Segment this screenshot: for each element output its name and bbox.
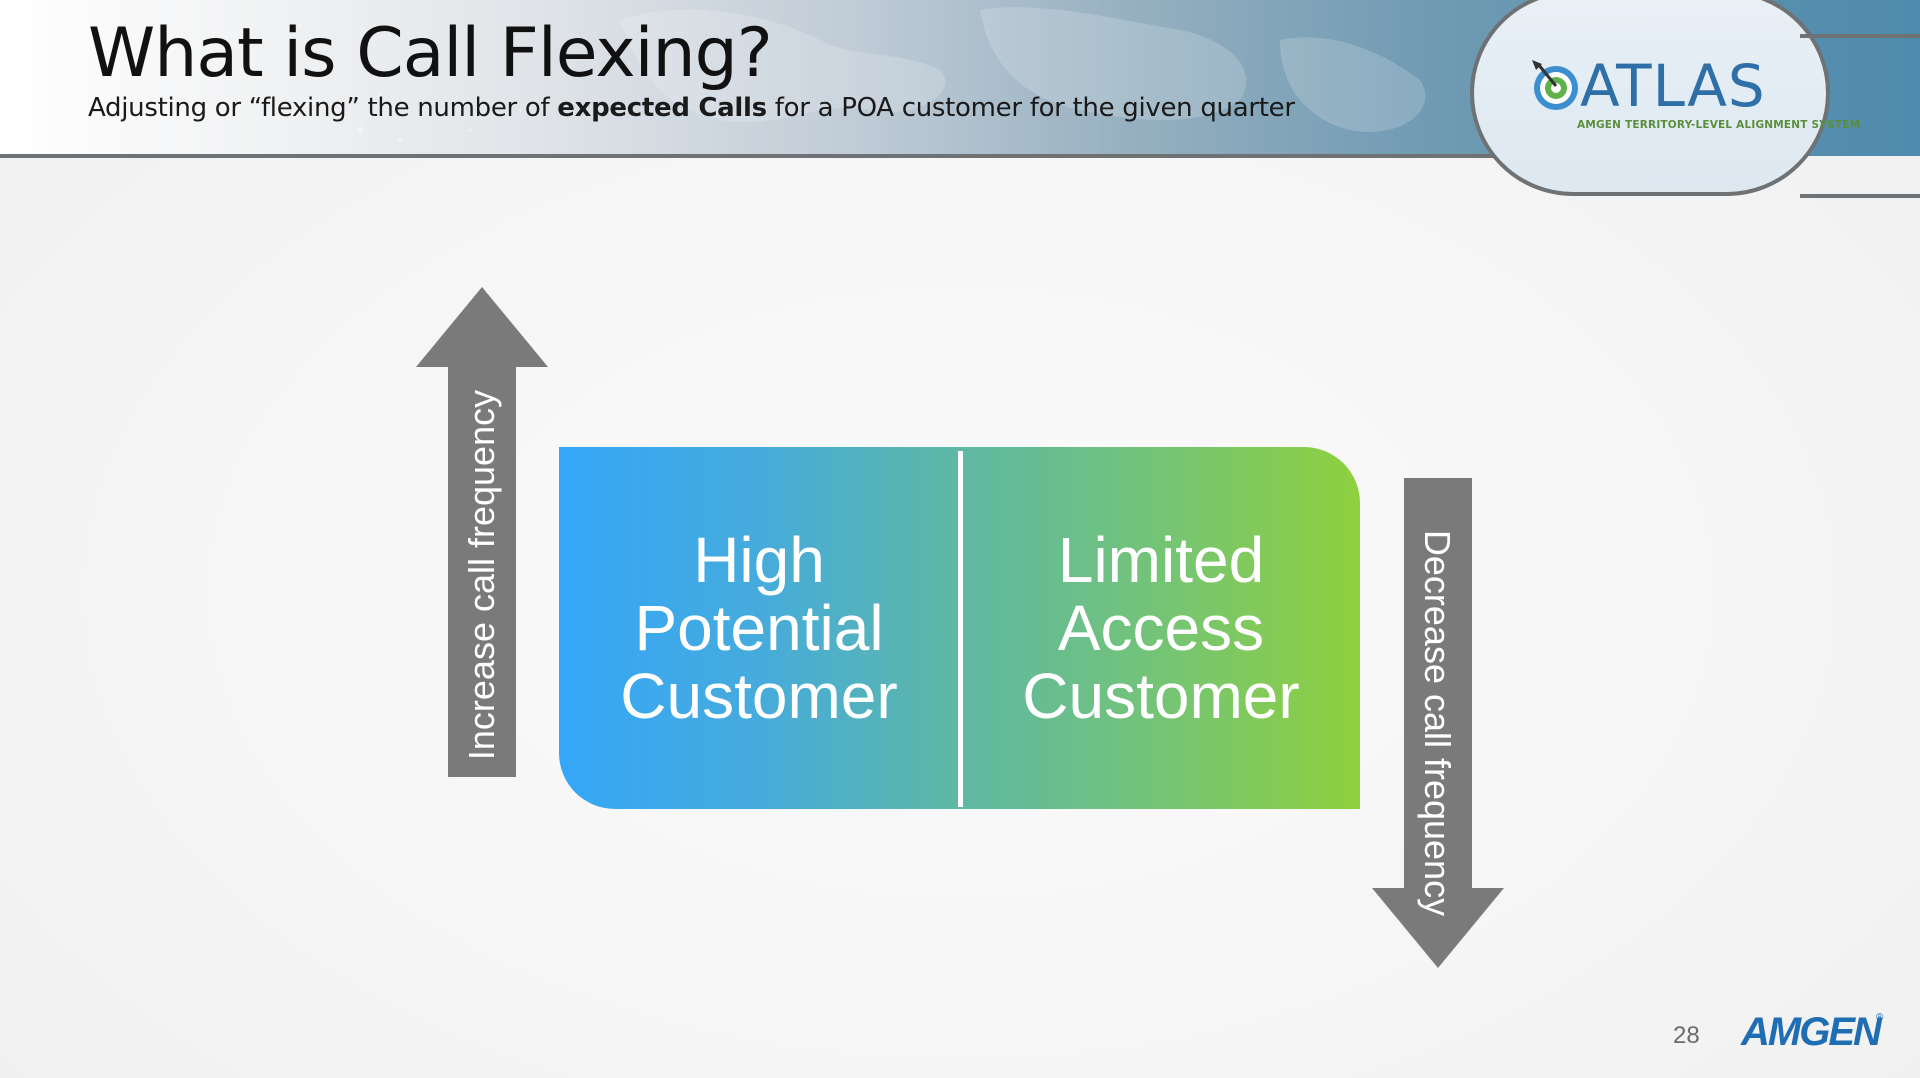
right-line-1: Limited <box>1057 524 1265 596</box>
box-divider <box>958 451 963 807</box>
amgen-registered-mark: ® <box>1876 1012 1884 1023</box>
world-map-texture <box>27 7 1426 142</box>
left-line-2: Potential <box>634 592 884 664</box>
high-potential-customer-cell: High Potential Customer <box>559 447 959 809</box>
customer-type-box: High Potential Customer Limited Access C… <box>559 447 1360 809</box>
limited-access-customer-cell: Limited Access Customer <box>962 447 1360 809</box>
subtitle-text-pre: Adjusting or “flexing” the number of <box>88 93 558 123</box>
target-arrow-icon <box>1532 60 1578 110</box>
slide-subtitle: Adjusting or “flexing” the number of exp… <box>88 93 1295 123</box>
amgen-logo: AMGEN <box>1741 1010 1882 1054</box>
atlas-logo-capsule <box>1470 0 1830 196</box>
atlas-wordmark: ATLAS <box>1580 52 1766 120</box>
subtitle-text-bold: expected Calls <box>557 93 767 123</box>
increase-arrow-label: Increase call frequency <box>461 389 502 761</box>
right-line-2: Access <box>1057 592 1265 664</box>
header-divider-line <box>0 154 1500 158</box>
decrease-arrow <box>1372 478 1504 968</box>
atlas-tagline: AMGEN TERRITORY-LEVEL ALIGNMENT SYSTEM <box>1577 119 1861 131</box>
page-number: 28 <box>1673 1022 1700 1049</box>
logo-rail-top <box>1800 34 1920 38</box>
subtitle-text-post: for a POA customer for the given quarter <box>766 93 1295 123</box>
left-line-1: High <box>693 524 825 596</box>
increase-arrow <box>416 287 548 777</box>
slide-title: What is Call Flexing? <box>88 14 773 93</box>
limited-access-customer-label: Limited Access Customer <box>1022 526 1299 730</box>
right-line-3: Customer <box>1022 660 1300 732</box>
high-potential-customer-label: High Potential Customer <box>620 526 897 730</box>
logo-rail-bottom <box>1800 194 1920 198</box>
decrease-arrow-label: Decrease call frequency <box>1417 529 1458 917</box>
left-line-3: Customer <box>620 660 898 732</box>
